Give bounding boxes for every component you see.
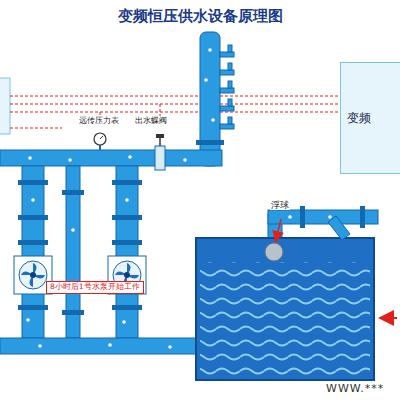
bubble: [128, 155, 132, 159]
bubble: [31, 198, 35, 202]
bubble: [125, 198, 129, 202]
node-text: 8小时后1号水泵开始工作: [47, 282, 143, 293]
bubble: [68, 158, 72, 162]
bubble: [204, 78, 208, 82]
cabinet-edge: [0, 78, 10, 134]
y-strainer: [328, 216, 350, 240]
pressure-gauge: [94, 133, 106, 150]
control-cabinet: 变频: [340, 62, 400, 174]
bubble: [108, 343, 112, 347]
bubble: [288, 215, 292, 219]
gauge-label: 远传压力表: [78, 117, 120, 126]
watermark: WWW.***: [326, 383, 384, 396]
bubble: [208, 48, 212, 52]
bubble: [122, 320, 126, 324]
bubble: [38, 344, 42, 348]
bubble: [211, 118, 215, 122]
bubble: [71, 228, 75, 232]
water-bubbles: [26, 48, 332, 349]
bubble: [183, 158, 187, 162]
signal-wires: [10, 96, 340, 128]
bubble: [168, 345, 172, 349]
float-leader: [276, 219, 281, 240]
bubble: [28, 156, 32, 160]
inlet-arrow: [382, 317, 397, 319]
node-text: 变频: [347, 112, 371, 126]
water-tank: [196, 238, 374, 380]
callout-box: 8小时后1号水泵开始工作: [46, 281, 144, 294]
float-label: 浮球: [270, 200, 290, 210]
branch-valves: [220, 45, 234, 129]
valve-label: 出水蝶阀: [134, 117, 168, 126]
butterfly-valve: [155, 134, 165, 170]
bubble: [328, 215, 332, 219]
diagram-title: 变频恒压供水设备原理图: [118, 8, 283, 25]
bubble: [26, 318, 30, 322]
